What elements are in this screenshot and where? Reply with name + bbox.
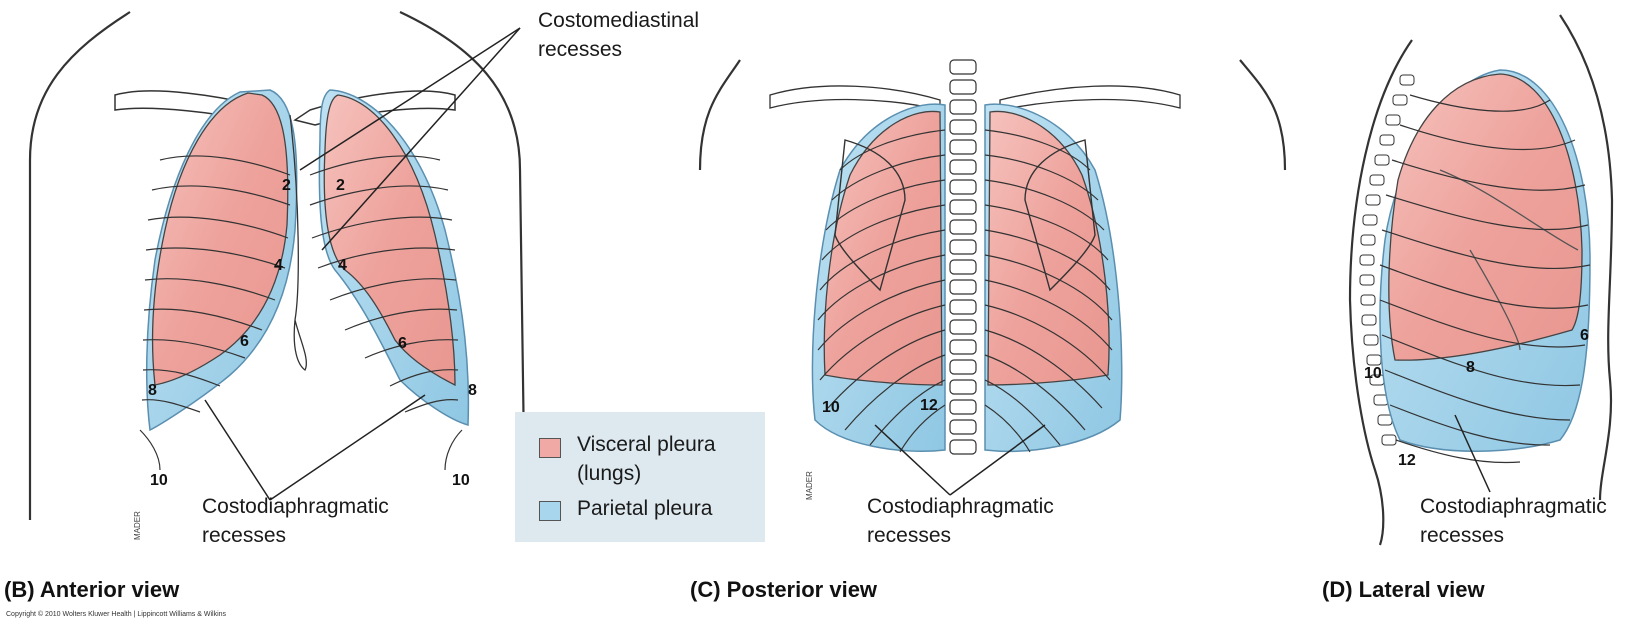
lateral-lung-fissure bbox=[1439, 169, 1579, 251]
costomediastinal-line-1: Costomediastinal bbox=[538, 9, 700, 32]
anterior-rib-label: 4 bbox=[274, 257, 283, 274]
anterior-rib-label: 8 bbox=[468, 382, 477, 399]
lateral-rib-label: 10 bbox=[1364, 365, 1382, 382]
costomediastinal-line-2: recesses bbox=[538, 38, 623, 61]
legend-visceral-label: Visceral pleura (lungs) bbox=[577, 430, 716, 488]
anterior-rib-label: 2 bbox=[282, 177, 291, 194]
posterior-view-figure: 10 12 bbox=[698, 59, 1287, 496]
legend-visceral-line-2: (lungs) bbox=[577, 462, 642, 485]
anterior-rib-label: 2 bbox=[336, 177, 345, 194]
lateral-rib-label: 8 bbox=[1466, 359, 1475, 376]
costodiaphragmatic-label-lateral: Costodiaphragmatic recesses bbox=[1420, 492, 1607, 550]
legend-visceral-swatch bbox=[539, 438, 561, 458]
posterior-body-outline-right bbox=[1239, 59, 1287, 171]
costodiaphragmatic-line-2: recesses bbox=[867, 524, 952, 547]
posterior-right-scapula-top bbox=[999, 85, 1181, 111]
anterior-rib-label: 4 bbox=[338, 257, 347, 274]
anterior-rib-label: 6 bbox=[398, 335, 407, 352]
costodiaphragmatic-label-anterior: Costodiaphragmatic recesses bbox=[202, 492, 389, 550]
costodiaphragmatic-line-1: Costodiaphragmatic bbox=[1420, 495, 1607, 518]
artist-signature: MADER bbox=[133, 511, 142, 540]
posterior-spine bbox=[949, 59, 977, 455]
legend-visceral-line-1: Visceral pleura bbox=[577, 433, 716, 456]
lateral-rib-label: 12 bbox=[1398, 452, 1416, 469]
costodiaphragmatic-line-1: Costodiaphragmatic bbox=[202, 495, 389, 518]
costodiaphragmatic-line-1: Costodiaphragmatic bbox=[867, 495, 1054, 518]
lateral-lung-fissure-2 bbox=[1469, 249, 1521, 351]
anterior-rib-label: 10 bbox=[452, 472, 470, 489]
anterior-ribs bbox=[139, 155, 463, 471]
lateral-view-title: (D) Lateral view bbox=[1322, 577, 1485, 602]
posterior-ribs bbox=[817, 129, 1113, 453]
anterior-view-figure: 2 2 4 4 6 6 8 8 10 10 bbox=[28, 11, 527, 521]
anterior-rib-label: 10 bbox=[150, 472, 168, 489]
lateral-body-outline-front bbox=[1559, 14, 1614, 501]
lateral-ribs bbox=[1379, 94, 1591, 464]
anterior-rib-label: 8 bbox=[148, 382, 157, 399]
anterior-leader-lines bbox=[204, 27, 521, 501]
artist-signature: MADER bbox=[805, 471, 814, 500]
anterior-sternum bbox=[289, 114, 307, 371]
posterior-rib-label: 12 bbox=[920, 397, 938, 414]
costodiaphragmatic-line-2: recesses bbox=[1420, 524, 1505, 547]
anterior-view-title: (B) Anterior view bbox=[4, 577, 180, 602]
anterior-right-lung bbox=[323, 94, 456, 387]
posterior-rib-label: 10 bbox=[822, 399, 840, 416]
lateral-rib-label: 6 bbox=[1580, 327, 1589, 344]
costodiaphragmatic-line-2: recesses bbox=[202, 524, 287, 547]
anterior-body-outline-right bbox=[399, 11, 527, 521]
anterior-body-outline bbox=[28, 11, 131, 520]
posterior-view-title: (C) Posterior view bbox=[690, 577, 878, 602]
legend-parietal-swatch bbox=[539, 501, 561, 521]
costodiaphragmatic-label-posterior: Costodiaphragmatic recesses bbox=[867, 492, 1054, 550]
costomediastinal-label: Costomediastinal recesses bbox=[538, 6, 699, 64]
copyright-text: Copyright © 2010 Wolters Kluwer Health |… bbox=[6, 611, 227, 618]
anterior-rib-label: 6 bbox=[240, 333, 249, 350]
posterior-left-lung bbox=[823, 110, 943, 386]
legend: Visceral pleura (lungs) Parietal pleura bbox=[515, 412, 765, 542]
lateral-lung bbox=[1388, 73, 1583, 361]
posterior-body-outline-left bbox=[698, 59, 741, 171]
posterior-right-scapula bbox=[1024, 139, 1096, 292]
lateral-leader-line bbox=[1454, 414, 1491, 493]
anterior-left-lung bbox=[151, 92, 289, 386]
legend-parietal-label: Parietal pleura bbox=[577, 497, 713, 520]
lateral-view-figure: 6 8 10 12 bbox=[1348, 14, 1614, 546]
lateral-body-outline-back bbox=[1348, 39, 1413, 546]
posterior-left-scapula bbox=[834, 139, 906, 292]
posterior-leader-lines bbox=[874, 424, 1046, 496]
lateral-spine bbox=[1359, 74, 1415, 446]
